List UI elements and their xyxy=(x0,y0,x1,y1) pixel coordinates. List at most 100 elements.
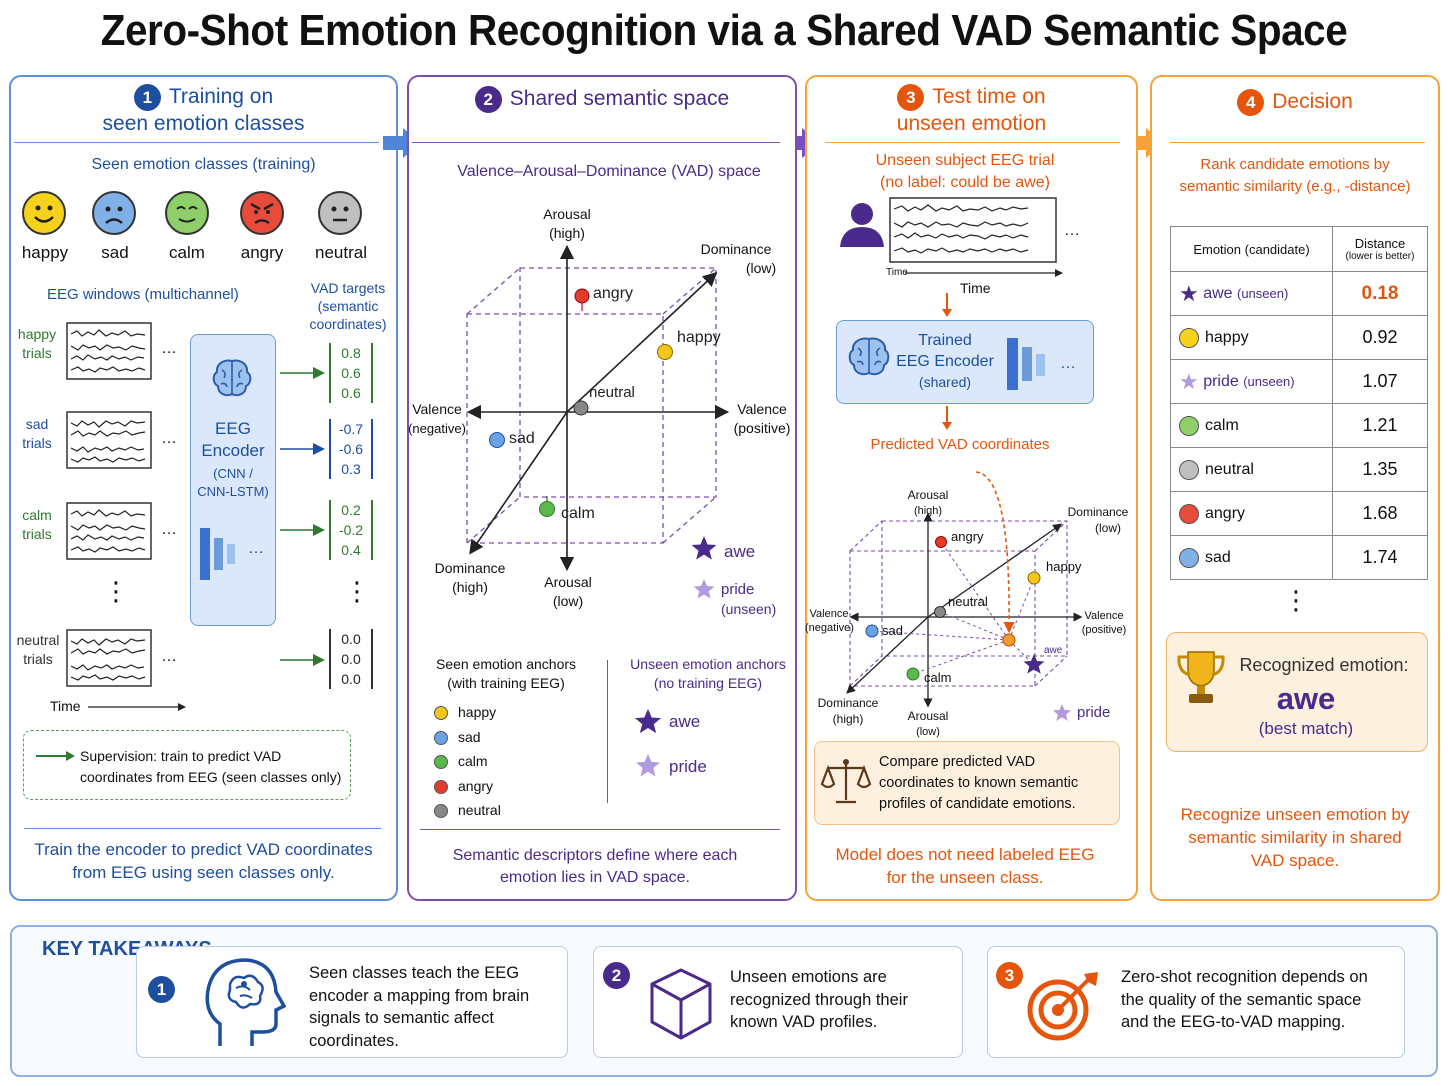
mini-vad-plot xyxy=(846,471,1083,721)
label-angry: angry xyxy=(593,285,634,302)
sad-face-icon xyxy=(92,191,136,235)
table-row: ★ awe (unseen)0.18 xyxy=(1170,271,1428,316)
axis-valence-positive: Valence(positive) xyxy=(733,401,791,436)
eeg-waveform-neutral xyxy=(66,629,152,687)
takeaway-1-badge: 1 xyxy=(148,976,175,1003)
recognized-label: Recognized emotion: xyxy=(1239,655,1409,675)
point-neutral xyxy=(573,400,589,416)
predicted-vad-label: Predicted VAD coordinates xyxy=(870,436,1050,453)
ellipsis: … xyxy=(1064,222,1080,239)
table-row: ★ pride (unseen)1.07 xyxy=(1170,359,1428,404)
time-arrow xyxy=(88,703,186,711)
head-brain-icon xyxy=(205,958,286,1046)
layer-bar xyxy=(1022,347,1032,381)
mini-label-pride: pride xyxy=(1077,704,1111,721)
awe-star-icon xyxy=(635,709,661,734)
supervision-arrow-icon xyxy=(36,751,75,761)
layer-bar xyxy=(1007,338,1018,390)
neutral-face-icon xyxy=(318,191,362,235)
recognized-emotion: awe xyxy=(1276,681,1336,716)
point-pride xyxy=(693,579,715,599)
point-angry xyxy=(574,288,590,311)
mini-point-angry xyxy=(935,536,947,548)
time-small-label: Time xyxy=(886,267,908,278)
compare-box xyxy=(814,741,1120,825)
mini-axis-dominance-high: Dominance(high) xyxy=(817,696,879,726)
panel1-title-a: Training on xyxy=(168,85,274,109)
down-arrow xyxy=(942,406,952,430)
calm-face-icon xyxy=(1179,415,1199,436)
mini-axis-arousal-high: Arousal(high) xyxy=(907,488,949,517)
face-label: angry xyxy=(240,243,284,262)
ranking-table: Emotion (candidate)Distance(lower is bet… xyxy=(1170,226,1428,580)
seen-anchors-legend: happy sad calm angry neutral xyxy=(434,700,501,823)
pride-star-icon xyxy=(636,754,660,777)
vertical-ellipsis: ⋮ xyxy=(103,576,129,606)
brain-icon xyxy=(212,359,252,397)
layer-bar xyxy=(200,528,210,580)
step-2-badge: 2 xyxy=(474,86,502,113)
axis-dominance-high: Dominance(high) xyxy=(434,560,506,595)
happy-face-icon xyxy=(1179,327,1199,348)
legend-pride: pride xyxy=(669,757,707,776)
mini-point-happy xyxy=(1027,571,1041,585)
mini-point-awe xyxy=(1023,654,1045,674)
mini-label-awe: awe xyxy=(1044,645,1063,656)
axis-valence-negative: Valence(negative) xyxy=(408,401,466,436)
scale-icon xyxy=(820,759,872,804)
mini-label-angry: angry xyxy=(951,529,984,544)
supervision-box xyxy=(23,730,351,800)
face-label: calm xyxy=(169,243,205,262)
mini-point-calm xyxy=(906,667,920,681)
label-calm: calm xyxy=(561,505,595,522)
sad-face-icon xyxy=(1179,547,1199,568)
time-axis-label: Time xyxy=(50,698,81,714)
point-awe xyxy=(691,536,717,560)
ellipsis: … xyxy=(161,521,177,538)
col-distance: Distance(lower is better) xyxy=(1332,226,1428,272)
label-awe: awe xyxy=(724,542,756,561)
trophy-icon xyxy=(1177,651,1225,703)
eeg-waveform-test xyxy=(889,197,1057,263)
neutral-face-icon xyxy=(1179,459,1199,480)
legend-awe: awe xyxy=(669,712,701,731)
eeg-waveform-sad xyxy=(66,411,152,469)
angry-face-icon xyxy=(240,191,284,235)
takeaway-3-badge: 3 xyxy=(996,962,1023,989)
vad-space-label: Valence–Arousal–Dominance (VAD) space xyxy=(457,163,761,180)
best-match-label: (best match) xyxy=(1258,719,1354,738)
mini-axis-valence-positive: Valence(positive) xyxy=(1081,610,1127,636)
takeaway-card-2 xyxy=(593,946,963,1058)
target-icon xyxy=(1027,972,1098,1041)
unseen-anchors-title: Unseen emotion anchors(no training EEG) xyxy=(630,656,786,691)
takeaway-2-badge: 2 xyxy=(603,962,630,989)
label-neutral: neutral xyxy=(589,384,635,401)
step-3-badge: 3 xyxy=(897,84,925,111)
angry-face-icon xyxy=(1179,503,1199,524)
mini-point-predicted xyxy=(1002,633,1016,647)
mini-label-neutral: neutral xyxy=(948,594,988,609)
ellipsis: … xyxy=(1060,355,1076,372)
point-sad xyxy=(489,432,505,448)
mini-point-neutral xyxy=(934,606,946,618)
axis-arousal-low: Arousal(low) xyxy=(544,574,592,609)
axis-dominance-low: Dominance(low) xyxy=(700,241,777,276)
label-sad: sad xyxy=(509,430,535,447)
